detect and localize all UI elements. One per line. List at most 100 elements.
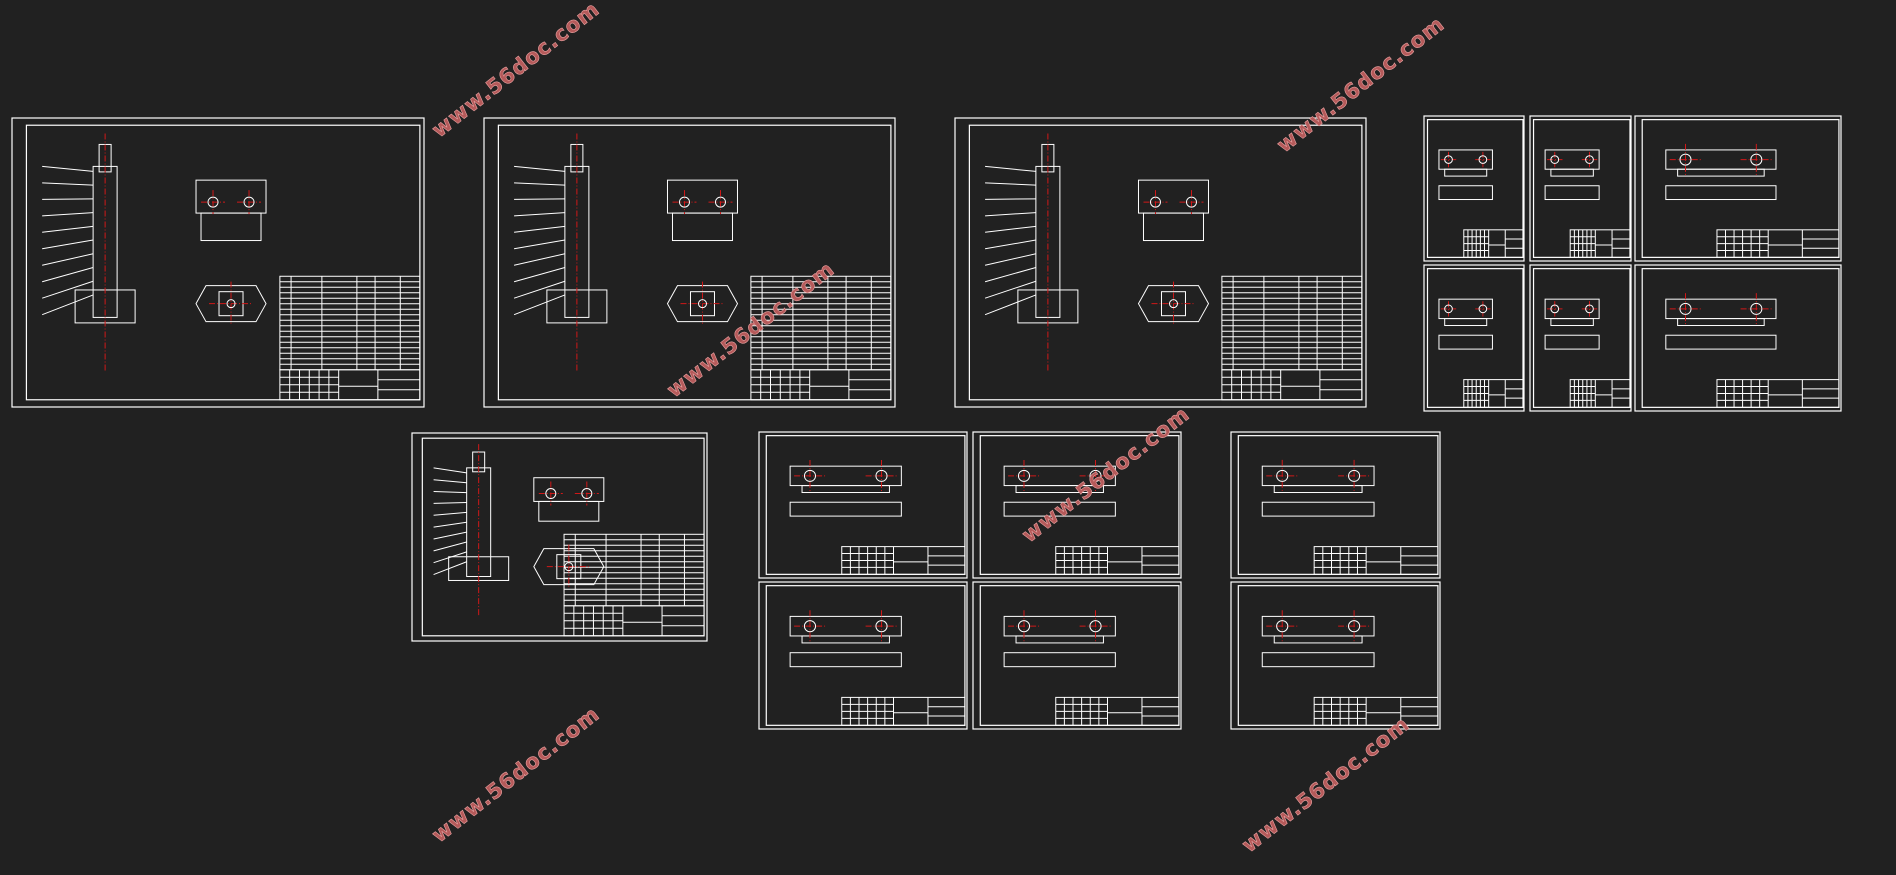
hole (1348, 469, 1361, 482)
drawing-sheet-part-11[interactable] (1230, 431, 1441, 579)
leader-line (42, 267, 94, 283)
drawing-sheet-part-10[interactable] (972, 581, 1182, 730)
drawing-sheet-part-5[interactable] (1529, 264, 1632, 412)
leader-line (433, 479, 467, 484)
drawing-sheet-part-9[interactable] (758, 581, 968, 730)
part-body (1438, 149, 1493, 170)
drawing-sheet-part-6[interactable] (1634, 264, 1842, 412)
part-plan-view (666, 285, 739, 323)
part-body (200, 212, 262, 242)
sheet-border (758, 581, 968, 730)
drawing-sheet-part-3[interactable] (1634, 115, 1842, 262)
hole (1679, 302, 1692, 315)
leader-line (42, 239, 94, 250)
hole (581, 488, 593, 500)
part-body (1444, 168, 1488, 177)
watermark-text: www.56doc.com (1237, 712, 1414, 858)
hole (1017, 620, 1031, 633)
parts-list (279, 275, 421, 371)
part-body (92, 165, 118, 318)
leader-line (433, 521, 467, 528)
drawing-sheet-assembly-fixture-2[interactable] (954, 117, 1367, 408)
leader-line (513, 253, 565, 266)
sheet-border (1423, 264, 1525, 412)
part-section (1003, 501, 1116, 517)
hole (1149, 196, 1161, 208)
sheet-border (1423, 115, 1525, 262)
part-body (1015, 635, 1104, 644)
sheet-border (972, 581, 1182, 730)
leader-line (985, 225, 1036, 233)
hole (545, 488, 557, 500)
part-plan-view (1137, 285, 1210, 323)
part-section (1438, 334, 1493, 350)
hole (1185, 196, 1197, 208)
hole (1444, 155, 1453, 164)
parts-list (563, 533, 705, 607)
drawing-sheet-part-4[interactable] (1423, 264, 1525, 412)
drawing-sheet-part-12[interactable] (1230, 581, 1441, 730)
leader-line (513, 267, 566, 283)
part-body (801, 635, 890, 644)
part-section (789, 652, 902, 668)
part-body (1677, 318, 1765, 327)
hole (243, 196, 255, 208)
sheet-border (1634, 264, 1842, 412)
part-section (789, 501, 902, 517)
part-body (1273, 485, 1363, 494)
hole (1276, 620, 1289, 633)
drawing-sheet-assembly-fixture[interactable] (11, 117, 425, 408)
part-body (666, 179, 738, 214)
sheet-border (758, 431, 968, 579)
part-section (1544, 334, 1600, 350)
sheet-inner-border (25, 124, 421, 401)
hole (1276, 469, 1289, 482)
sheet-border (11, 117, 425, 408)
leader-line (42, 165, 94, 172)
hole (697, 299, 707, 309)
part-body (1550, 168, 1594, 177)
part-body (1273, 635, 1363, 644)
hole (1679, 153, 1692, 166)
drawing-sheet-assembly-small[interactable] (411, 432, 708, 642)
part-section (1544, 185, 1600, 201)
leader-line (42, 225, 94, 233)
part-section (1438, 185, 1493, 201)
leader-line (433, 511, 467, 516)
leader-line (984, 253, 1036, 266)
hole (1444, 304, 1453, 314)
watermark-text: www.56doc.com (427, 0, 604, 142)
drawing-sheet-part-8[interactable] (972, 431, 1182, 579)
watermark-text: www.56doc.com (1272, 12, 1449, 158)
hole (207, 196, 219, 208)
hole (1168, 299, 1178, 309)
leader-line (985, 165, 1036, 172)
part-section (1003, 652, 1116, 668)
drawing-sheet-part-7[interactable] (758, 431, 968, 579)
leader-line (433, 561, 467, 576)
hole (875, 469, 888, 482)
part-body (1444, 318, 1488, 327)
drawing-sheet-assembly-valve[interactable] (483, 117, 896, 408)
leader-line (985, 182, 1036, 186)
hole (678, 196, 690, 208)
sheet-inner-border (968, 124, 1363, 401)
drawing-sheet-part-2[interactable] (1529, 115, 1632, 262)
leader-line (433, 551, 467, 564)
hole (1550, 304, 1560, 314)
parts-list (750, 275, 892, 371)
hole (1089, 620, 1102, 633)
leader-line (514, 212, 565, 217)
hole (226, 299, 236, 309)
part-body (1015, 485, 1104, 494)
leader-line (433, 467, 467, 474)
part-body (1137, 179, 1209, 214)
drawing-sheet-part-1[interactable] (1423, 115, 1525, 262)
part-body (1142, 212, 1204, 242)
part-section (1261, 652, 1375, 668)
hole (1017, 469, 1031, 482)
part-section (1665, 185, 1777, 201)
leader-line (42, 182, 94, 186)
hole (1585, 304, 1594, 314)
